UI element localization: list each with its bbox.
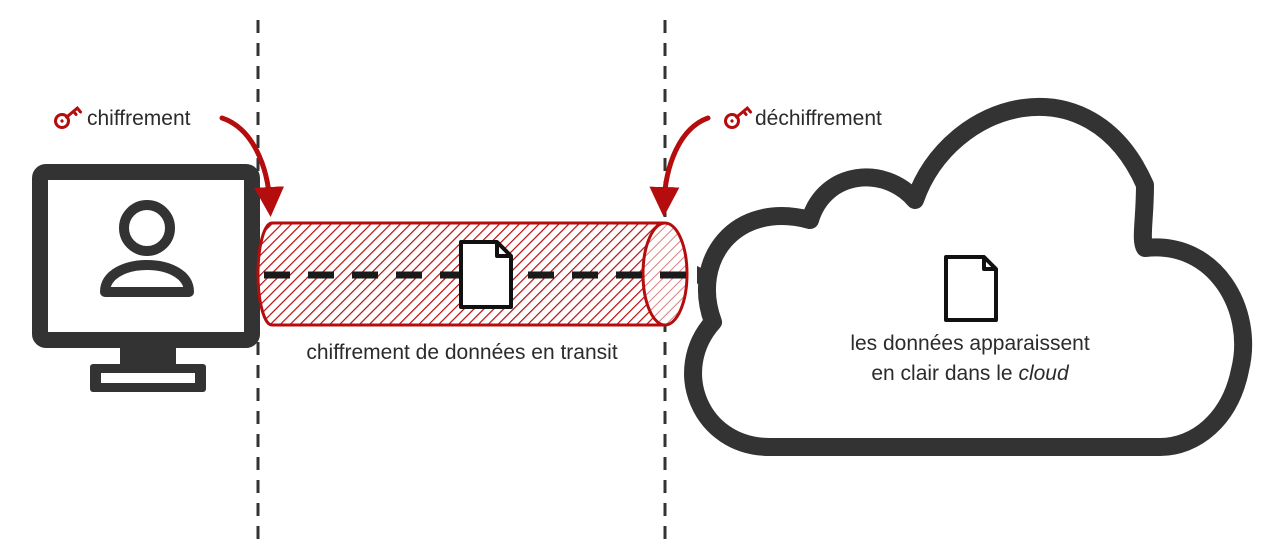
cloud-label-line2-prefix: en clair dans le	[871, 362, 1018, 385]
transit-label: chiffrement de données en transit	[306, 341, 617, 364]
encryption-label: chiffrement	[87, 107, 191, 130]
encryption-key-icon	[54, 106, 83, 129]
decryption-key-icon	[724, 106, 753, 129]
document-icon	[459, 240, 513, 309]
cloud-document-icon	[944, 255, 998, 322]
decryption-arrow	[649, 115, 711, 217]
user-icon	[100, 200, 194, 297]
decryption-label: déchiffrement	[755, 107, 882, 130]
monitor-icon	[32, 164, 260, 392]
cloud-label-italic: cloud	[1018, 362, 1070, 385]
encryption-arrow	[219, 115, 285, 217]
cloud-label-line2: en clair dans le cloud	[871, 362, 1070, 385]
data-path-arrowhead	[697, 266, 716, 284]
cloud-label-line1: les données apparaissent	[850, 332, 1090, 355]
